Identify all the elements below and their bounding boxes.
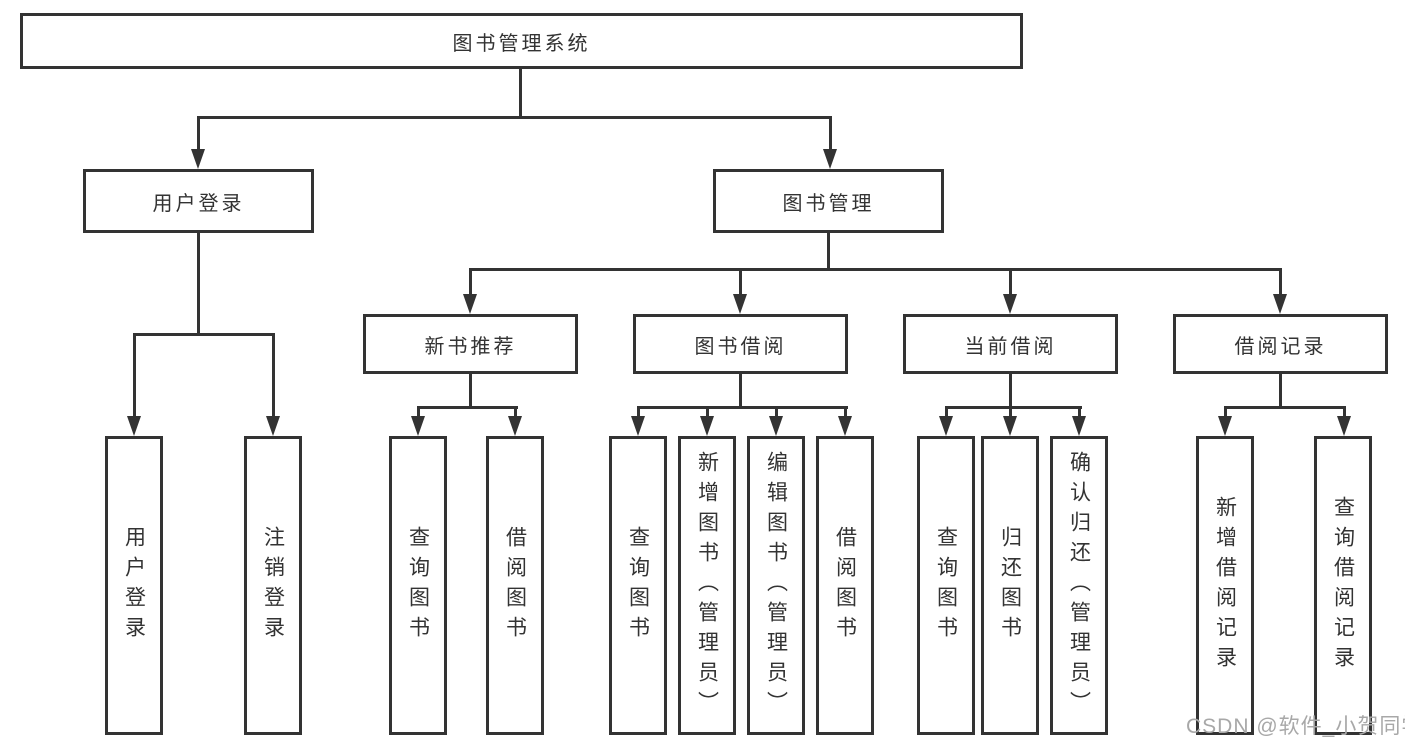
arrow-down-icon — [631, 416, 645, 436]
leaf-return-books-label: 归还图书 — [998, 525, 1022, 646]
connector-stem — [469, 374, 472, 408]
leaf-borrow-query-books: 查询图书 — [609, 436, 667, 735]
connector-stem-leaf — [775, 406, 778, 418]
connector-stem-level3 — [1009, 268, 1012, 296]
leaf-query-borrow-record-label: 查询借阅记录 — [1331, 495, 1355, 676]
leaf-borrow-books-label: 借阅图书 — [833, 525, 857, 646]
connector-stem-level3 — [739, 268, 742, 296]
connector-stem — [1279, 374, 1282, 408]
connector-stem-leaf — [272, 333, 275, 418]
leaf-user-login-label: 用户登录 — [122, 525, 146, 646]
connector-root-branch — [197, 116, 832, 119]
connector-stem-leaf — [637, 406, 640, 418]
connector-stem-leaf — [844, 406, 847, 418]
node-new-book-recommend: 新书推荐 — [363, 314, 578, 374]
arrow-down-icon — [1273, 294, 1287, 314]
leaf-return-books: 归还图书 — [981, 436, 1039, 735]
connector-stem-leaf — [417, 406, 420, 418]
arrow-down-icon — [1003, 416, 1017, 436]
connector-user-login-branch — [133, 333, 275, 336]
connector-stem-leaf — [945, 406, 948, 418]
leaf-borrow-books: 借阅图书 — [816, 436, 874, 735]
leaf-logout-label: 注销登录 — [261, 525, 285, 646]
connector-stem-leaf — [133, 333, 136, 418]
connector-stem-leaf — [1343, 406, 1346, 418]
arrow-down-icon — [838, 416, 852, 436]
leaf-current-query-books: 查询图书 — [917, 436, 975, 735]
leaf-confirm-return-admin: 确认归还（管理员） — [1050, 436, 1108, 735]
arrow-down-icon — [508, 416, 522, 436]
connector-stem-book-mgmt — [829, 116, 832, 151]
leaf-recommend-borrow-books-label: 借阅图书 — [503, 525, 527, 646]
node-root-label: 图书管理系统 — [452, 32, 591, 55]
connector-stem-leaf — [1078, 406, 1081, 418]
arrow-down-icon — [411, 416, 425, 436]
leaf-current-query-books-label: 查询图书 — [934, 525, 958, 646]
connector-stem-level3 — [1279, 268, 1282, 296]
node-user-login: 用户登录 — [83, 169, 314, 233]
connector-branch — [1224, 406, 1346, 409]
arrow-down-icon — [700, 416, 714, 436]
arrow-down-icon — [1337, 416, 1351, 436]
leaf-add-borrow-record-label: 新增借阅记录 — [1213, 495, 1237, 676]
arrow-down-icon — [823, 149, 837, 169]
connector-branch — [945, 406, 1082, 409]
connector-root-stem — [519, 69, 522, 119]
arrow-down-icon — [1072, 416, 1086, 436]
node-root: 图书管理系统 — [20, 13, 1023, 69]
leaf-user-login: 用户登录 — [105, 436, 163, 735]
leaf-edit-books-admin-label: 编辑图书（管理员） — [764, 450, 788, 721]
leaf-recommend-query-books-label: 查询图书 — [406, 525, 430, 646]
leaf-borrow-query-books-label: 查询图书 — [626, 525, 650, 646]
arrow-down-icon — [769, 416, 783, 436]
arrow-down-icon — [266, 416, 280, 436]
connector-stem-level3 — [469, 268, 472, 296]
leaf-query-borrow-record: 查询借阅记录 — [1314, 436, 1372, 735]
node-user-login-label: 用户登录 — [152, 192, 245, 215]
connector-book-mgmt-branch — [469, 268, 1282, 271]
node-current-borrow: 当前借阅 — [903, 314, 1118, 374]
arrow-down-icon — [1218, 416, 1232, 436]
leaf-recommend-borrow-books: 借阅图书 — [486, 436, 544, 735]
connector-stem — [1009, 374, 1012, 408]
leaf-add-books-admin: 新增图书（管理员） — [678, 436, 736, 735]
leaf-add-borrow-record: 新增借阅记录 — [1196, 436, 1254, 735]
connector-user-login-stem — [197, 233, 200, 335]
arrow-down-icon — [127, 416, 141, 436]
leaf-edit-books-admin: 编辑图书（管理员） — [747, 436, 805, 735]
node-borrow-records-label: 借阅记录 — [1234, 335, 1327, 358]
arrow-down-icon — [733, 294, 747, 314]
leaf-logout: 注销登录 — [244, 436, 302, 735]
arrow-down-icon — [463, 294, 477, 314]
node-borrow-records: 借阅记录 — [1173, 314, 1388, 374]
connector-stem-leaf — [514, 406, 517, 418]
watermark: CSDN @软件_小贺同学 — [1186, 715, 1405, 738]
node-current-borrow-label: 当前借阅 — [964, 335, 1057, 358]
leaf-recommend-query-books: 查询图书 — [389, 436, 447, 735]
connector-stem — [739, 374, 742, 408]
arrow-down-icon — [939, 416, 953, 436]
node-new-book-recommend-label: 新书推荐 — [424, 335, 517, 358]
arrow-down-icon — [1003, 294, 1017, 314]
arrow-down-icon — [191, 149, 205, 169]
connector-stem-leaf — [706, 406, 709, 418]
leaf-confirm-return-admin-label: 确认归还（管理员） — [1067, 450, 1091, 721]
connector-stem-leaf — [1009, 406, 1012, 418]
connector-branch — [637, 406, 848, 409]
node-book-borrow-label: 图书借阅 — [694, 335, 787, 358]
leaf-add-books-admin-label: 新增图书（管理员） — [695, 450, 719, 721]
connector-stem-user-login — [197, 116, 200, 151]
connector-branch — [417, 406, 518, 409]
node-book-borrow: 图书借阅 — [633, 314, 848, 374]
node-book-management: 图书管理 — [713, 169, 944, 233]
node-book-management-label: 图书管理 — [782, 192, 875, 215]
connector-stem-leaf — [1224, 406, 1227, 418]
connector-book-mgmt-stem — [827, 233, 830, 270]
